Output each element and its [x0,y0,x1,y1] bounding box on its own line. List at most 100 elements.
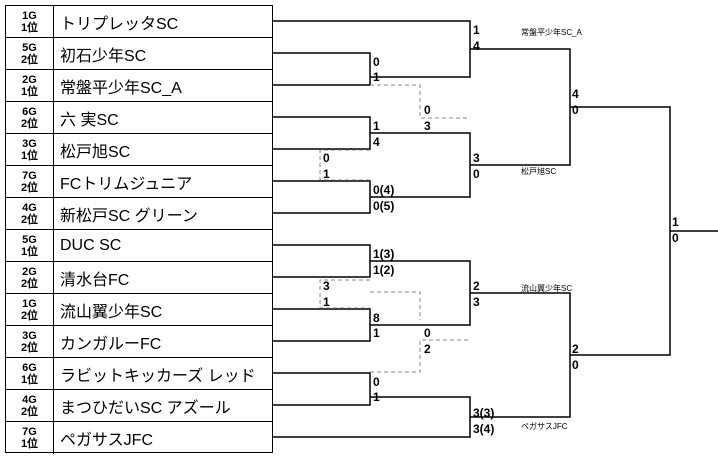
score-bubble-m-b: 1 [323,167,330,181]
score-r1-m2-a: 1 [373,119,380,133]
team-name: 清水台FC [60,271,130,289]
seed-rank: 2位 [20,341,39,354]
team-name: 流山翼少年SC [60,303,163,321]
score-r1-m1-a: 0 [373,55,380,69]
score-bubble-m-a: 0 [323,151,330,165]
score-r1-m6-b: 1 [373,390,380,404]
dashed-connector [370,291,421,320]
score-r2-m3-a: 2 [473,279,480,293]
seed-group: 6G [22,361,37,374]
winner-tag-qf3: 流山翼少年SC [521,284,573,293]
score-bubble-t-b: 3 [424,119,431,133]
team-name: 初石少年SC [60,47,147,65]
team-name: ラビットキッカーズ レッド [60,367,256,385]
seed-group: 3G [22,329,37,342]
team-name: 六 実SC [60,111,119,129]
seed-group: 4G [22,393,37,406]
score-r1-m4-a: 1(3) [373,247,395,261]
team-name: 新松戸SC グリーン [60,207,198,225]
seed-group: 5G [22,41,37,54]
team-name: 常盤平少年SC_A [60,79,182,97]
team-name: FCトリムジュニア [60,175,193,193]
bracket-line [470,292,571,418]
score-sf-m1-b: 0 [572,103,579,117]
dashed-connector [319,149,370,181]
score-r2-m2-b: 0 [473,167,480,181]
score-r1-m3-a: 0(4) [373,183,395,197]
score-r1-m4-b: 1(2) [373,263,395,277]
bracket-line [570,106,671,356]
seed-group: 1G [22,9,37,22]
seed-rank: 2位 [20,277,39,290]
score-bubble-t-a: 0 [424,103,431,117]
score-sf-m2-b: 0 [572,358,579,372]
score-r1-m6-a: 0 [373,375,380,389]
score-r1-m5-b: 1 [373,326,380,340]
dashed-connector [319,279,370,309]
score-bubble-l-a: 3 [323,279,330,293]
seed-group: 1G [22,297,37,310]
seed-rank: 1位 [20,149,39,162]
seed-rank: 1位 [20,85,39,98]
score-bubble-l-b: 1 [323,295,330,309]
bracket-line [273,20,471,78]
score-sf-m2-a: 2 [572,342,579,356]
bracket-line [273,180,371,214]
team-name: 松戸旭SC [60,143,131,161]
team-name: DUC SC [60,236,122,254]
dashed-connector [370,339,470,373]
score-r2-m1-b: 4 [473,39,480,53]
score-r1-m1-b: 1 [373,70,380,84]
seed-rank: 2位 [20,309,39,322]
team-name: ペガサスJFC [60,432,154,449]
seed-group: 6G [22,105,37,118]
team-name: カンガルーFC [60,335,162,353]
bracket-line [273,372,371,406]
seed-rank: 2位 [20,53,39,66]
seed-group: 7G [22,169,37,182]
score-bubble-n-a: 0 [424,326,431,340]
score-r2-m3-b: 3 [473,295,480,309]
seed-group: 5G [22,233,37,246]
bracket-line [273,244,371,278]
score-r1-m3-b: 0(5) [373,199,395,213]
seed-rank: 2位 [20,181,39,194]
bracket-line [273,52,371,86]
score-r2-m2-a: 3 [473,151,480,165]
bracket-line [470,48,571,166]
team-name: トリプレッタSC [60,15,179,33]
seed-rank: 1位 [20,21,39,34]
seed-group: 3G [22,137,37,150]
seed-rank: 1位 [20,373,39,386]
seed-rank: 1位 [20,245,39,258]
seed-rank: 1位 [20,438,39,450]
bracket-line [273,396,471,438]
seed-rank: 2位 [20,405,39,418]
bracket-line [273,116,371,150]
bracket-line [273,308,371,342]
score-r2-m4-a: 3(3) [473,406,495,420]
winner-tag-qf4: ペガサスJFC [521,422,568,431]
score-final-b: 0 [672,231,679,245]
